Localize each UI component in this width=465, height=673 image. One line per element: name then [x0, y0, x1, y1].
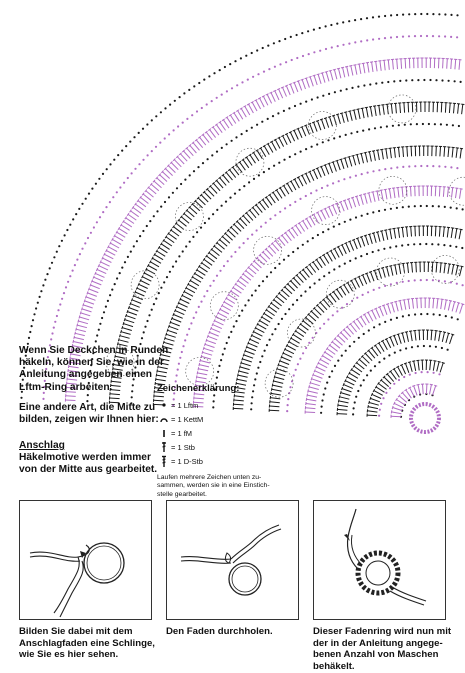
chart-center-ring	[409, 402, 441, 434]
slip-stitch-arc-icon	[157, 415, 171, 423]
yarn-ring-stitches-drawing	[344, 508, 427, 606]
chart-round-7	[320, 312, 459, 414]
chain-dot-icon	[157, 401, 171, 409]
chart-round-20	[64, 57, 462, 402]
chart-round-14	[192, 185, 463, 409]
double-treble-icon	[157, 455, 171, 468]
legend-row-single-crochet: = 1 fM	[157, 426, 332, 440]
treble-icon	[157, 441, 171, 453]
intro-text: Wenn Sie Deckchen in Runden häkeln, könn…	[19, 345, 169, 394]
crochet-chart	[20, 12, 465, 434]
chart-round-2	[390, 383, 438, 418]
legend-row-double-treble: = 1 D-Stb	[157, 454, 332, 468]
chart-round-13	[212, 204, 464, 409]
legend-row-treble: = 1 Stb	[157, 440, 332, 454]
yarn-loop-drawing	[29, 542, 125, 618]
chart-round-4	[366, 359, 445, 417]
step-3-illustration	[313, 500, 446, 620]
chart-round-8	[304, 297, 465, 414]
section-heading: Anschlag	[19, 440, 65, 451]
legend-note: Laufen mehrere Zeichen unten zu- sammen,…	[157, 474, 270, 498]
chart-round-11	[250, 242, 464, 411]
chart-fan-scallops	[105, 94, 465, 398]
intro-paragraph: Wenn Sie Deckchen in Runden häkeln, könn…	[19, 345, 169, 393]
chart-round-22	[20, 12, 459, 399]
yarn-pull-through-drawing	[180, 524, 282, 596]
chart-round-17	[130, 122, 460, 405]
chart-round-10	[268, 261, 464, 412]
chart-round-21	[42, 34, 459, 400]
caption-step-2: Den Faden durchholen.	[166, 626, 273, 637]
caption-step-1: Bilden Sie dabei mit dem Anschlagfaden e…	[19, 626, 155, 661]
legend-row-chain: = 1 Lftm	[157, 398, 332, 412]
chart-round-5	[352, 344, 449, 416]
legend-row-slip-stitch: = 1 KettM	[157, 412, 332, 426]
chart-round-9	[286, 278, 464, 413]
chart-round-12	[232, 225, 463, 411]
stitch-legend: Zeichenerklärung: = 1 Lftm = 1 KettM = 1…	[157, 383, 332, 499]
step-2-illustration	[166, 500, 299, 620]
section-body: Häkelmotive werden immer von der Mitte a…	[19, 452, 158, 476]
legend-title: Zeichenerklärung:	[157, 383, 240, 394]
caption-step-3: Dieser Fadenring wird nun mit der in der…	[313, 626, 452, 672]
chart-round-3	[378, 371, 441, 417]
step-1-illustration	[19, 500, 152, 620]
chart-round-19	[86, 78, 462, 403]
chart-round-15	[172, 164, 459, 407]
single-crochet-icon	[157, 428, 171, 438]
chart-round-18	[108, 101, 465, 404]
intro-text-2: Eine andere Art, die Mitte zu bilden, ze…	[19, 402, 159, 426]
chart-round-6	[336, 329, 455, 416]
chart-round-16	[152, 145, 464, 407]
